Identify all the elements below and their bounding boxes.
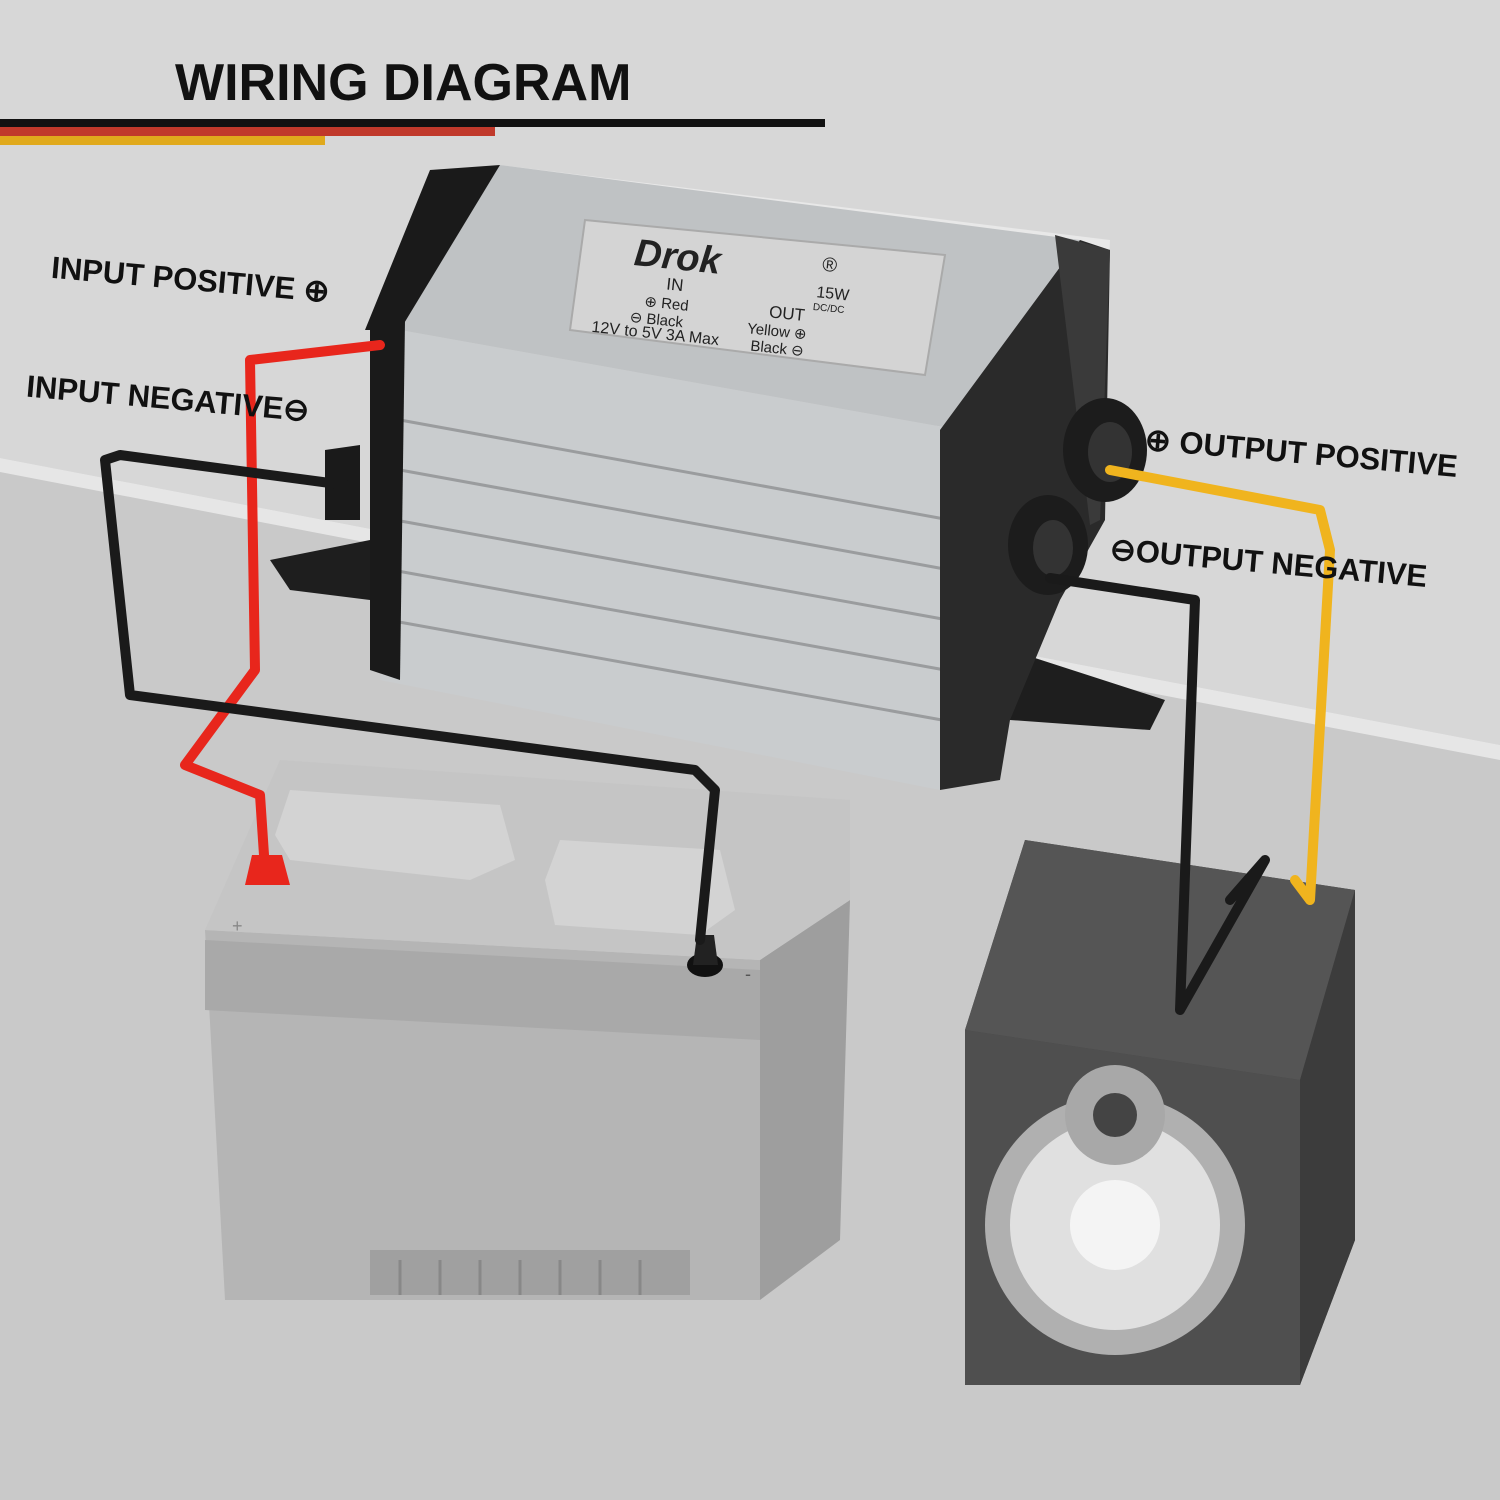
out-positive-color: Yellow: [746, 320, 791, 341]
in-negative-color: Black: [646, 311, 685, 332]
power-rating: 15W: [816, 284, 851, 304]
mount-tab-left: [270, 540, 370, 600]
battery-cap: [545, 840, 735, 935]
output-negative-wire: [1045, 573, 1270, 1015]
title-underline-black: [0, 119, 825, 127]
input-positive-wire: [180, 340, 385, 875]
end-cap-left: [370, 320, 405, 680]
svg-text:Yellow ⊕: Yellow ⊕: [746, 320, 807, 343]
in-positive-color: Red: [660, 295, 689, 315]
speaker: [965, 840, 1355, 1385]
output-positive-wire: [1105, 465, 1335, 905]
registered-mark: ®: [821, 254, 838, 277]
battery: + -: [205, 760, 850, 1300]
mount-tab-right: [1010, 650, 1165, 730]
dc-dc-converter: Drok ® 15W DC/DC IN ⊕ Red ⊖ Black OUT Ye…: [270, 165, 1165, 790]
converter-type: DC/DC: [812, 302, 845, 316]
page-title: WIRING DIAGRAM: [175, 54, 631, 112]
label-plate: [568, 218, 947, 377]
svg-text:⊖ Black: ⊖ Black: [629, 309, 684, 332]
input-negative-wire: [100, 450, 720, 945]
title-underline-yellow: [0, 136, 325, 145]
out-heading: OUT: [768, 302, 806, 325]
converter-body: [380, 330, 960, 790]
battery-neg-mark: -: [745, 964, 751, 984]
svg-text:⊕ Red: ⊕ Red: [644, 293, 690, 315]
out-negative-color: Black: [750, 338, 789, 359]
title-underline-red: [0, 127, 495, 136]
in-heading: IN: [666, 274, 685, 295]
battery-pos-mark: +: [232, 916, 243, 936]
svg-text:Black ⊖: Black ⊖: [750, 338, 805, 360]
brand-logo: Drok: [632, 232, 724, 283]
battery-cap: [275, 790, 515, 880]
